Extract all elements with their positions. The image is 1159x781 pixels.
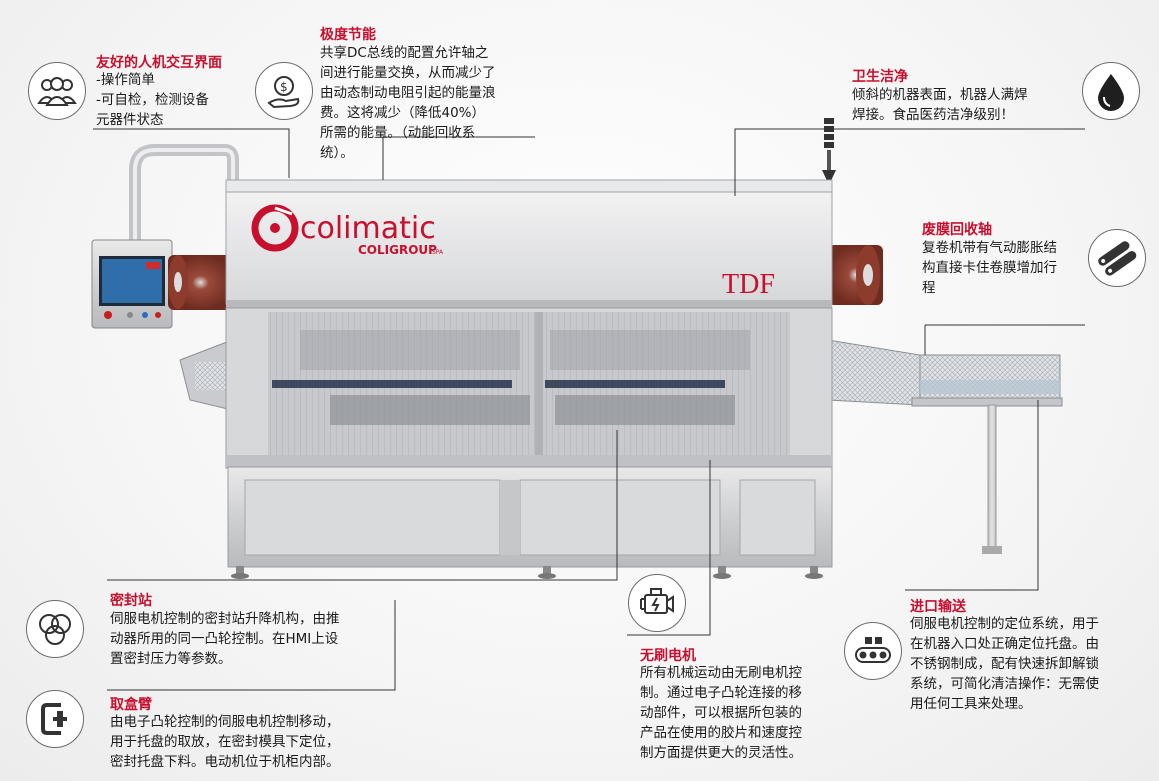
film-line: 构直接卡住卷膜增加行	[922, 260, 1057, 276]
infeed-title: 进口输送	[910, 599, 966, 615]
hmi-title: 友好的人机交互界面	[96, 55, 222, 71]
sealing-line: 动器所用的同一凸轮控制。在HMI上设	[110, 631, 339, 647]
film-description: 复卷机带有气动膨胀结 构直接卡住卷膜增加行 程	[922, 238, 1057, 298]
infeed-conveyor	[827, 339, 1063, 554]
infeed-line: 在机器入口处正确定位托盘。由	[910, 636, 1099, 652]
model-label: TDF	[722, 269, 775, 300]
motor-line: 制方面提供更大的灵活性。	[640, 745, 802, 761]
sub-brand: COLIGROUP	[358, 243, 437, 257]
picker-line: 用于托盘的取放，在密封模具下定位，	[110, 734, 340, 750]
film-line: 复卷机带有气动膨胀结	[922, 240, 1057, 256]
energy-line: 所需的能量。（动能回收系	[320, 125, 476, 141]
energy-line: 共享DC总线的配置允许轴之	[320, 45, 489, 61]
picker-line: 密封托盘下料。电动机位于机柜内部。	[110, 754, 340, 770]
sealing-title: 密封站	[110, 593, 152, 609]
hmi-line: -可自检，检测设备	[96, 92, 209, 108]
energy-description: 共享DC总线的配置允许轴之 间进行能量交换，从而减少了 由动态制动电阻引起的能量…	[320, 43, 496, 163]
hmi-line: 元器件状态	[96, 112, 164, 128]
film-title: 废膜回收轴	[922, 222, 992, 238]
infeed-line: 用任何工具来处理。	[910, 696, 1032, 712]
machine-window	[225, 307, 833, 469]
people-group-icon	[28, 62, 86, 120]
sealing-line: 置密封压力等参数。	[110, 651, 232, 667]
money-hand-icon: $	[255, 62, 313, 120]
infeed-line: 伺服电机控制的定位系统，用于	[910, 616, 1099, 632]
film-rolls	[168, 245, 883, 310]
motor-description: 所有机械运动由无刷电机控 制。通过电子凸轮连接的移 动部件，可以根据所包装的 产…	[640, 663, 802, 763]
hmi-panel	[91, 239, 173, 329]
oil-drop-icon	[1082, 62, 1140, 120]
signal-tower	[822, 118, 836, 185]
hmi-description: -操作简单 -可自检，检测设备 元器件状态	[96, 70, 209, 130]
film-line: 程	[922, 280, 936, 296]
hygiene-line: 倾斜的机器表面，机器人满焊	[852, 87, 1028, 103]
energy-line: 由动态制动电阻引起的能量浪	[320, 85, 496, 101]
motor-line: 产品在使用的胶片和速度控	[640, 725, 802, 741]
colimatic-logo: colimatic COLIGROUP SPA	[251, 204, 444, 257]
motor-line: 所有机械运动由无刷电机控	[640, 665, 802, 681]
clamp-icon	[26, 690, 84, 748]
sealing-line: 伺服电机控制的密封站升降机构，由推	[110, 611, 340, 627]
hygiene-title: 卫生洁净	[852, 69, 908, 85]
hmi-line: -操作简单	[96, 72, 155, 88]
hygiene-line: 焊接。食品医药洁净级别！	[852, 107, 1014, 123]
hygiene-description: 倾斜的机器表面，机器人满焊 焊接。食品医药洁净级别！	[852, 85, 1028, 125]
infeed-description: 伺服电机控制的定位系统，用于 在机器入口处正确定位托盘。由 不锈钢制成，配有快速…	[910, 614, 1099, 714]
motor-line: 动部件，可以根据所包装的	[640, 705, 802, 721]
machine-hood	[225, 179, 833, 308]
film-roll-icon	[1088, 229, 1146, 287]
picker-description: 由电子凸轮控制的伺服电机控制移动， 用于托盘的取放，在密封模具下定位， 密封托盘…	[110, 712, 340, 772]
engine-icon	[628, 574, 686, 632]
brand-name: colimatic	[300, 211, 436, 246]
svg-text:$: $	[280, 80, 288, 94]
machine-base	[227, 466, 833, 579]
energy-line: 费。这将减少（降低40%）	[320, 105, 486, 121]
leader-lines	[93, 128, 1085, 691]
conveyor-icon	[844, 622, 902, 680]
energy-title: 极度节能	[320, 27, 376, 43]
hmi-arm	[129, 144, 239, 240]
outfeed-conveyor	[179, 339, 233, 411]
motor-line: 制。通过电子凸轮连接的移	[640, 685, 802, 701]
sealing-description: 伺服电机控制的密封站升降机构，由推 动器所用的同一凸轮控制。在HMI上设 置密封…	[110, 609, 340, 669]
picker-line: 由电子凸轮控制的伺服电机控制移动，	[110, 714, 340, 730]
picker-title: 取盒臂	[110, 697, 152, 713]
energy-line: 统）。	[320, 145, 354, 161]
three-circles-icon	[26, 600, 84, 658]
sub-brand-suffix: SPA	[432, 249, 444, 256]
motor-title: 无刷电机	[640, 648, 696, 664]
infeed-line: 不锈钢制成，配有快速拆卸解锁	[910, 656, 1099, 672]
energy-line: 间进行能量交换，从而减少了	[320, 65, 496, 81]
infeed-line: 系统，可简化清洁操作：无需使	[910, 676, 1099, 692]
